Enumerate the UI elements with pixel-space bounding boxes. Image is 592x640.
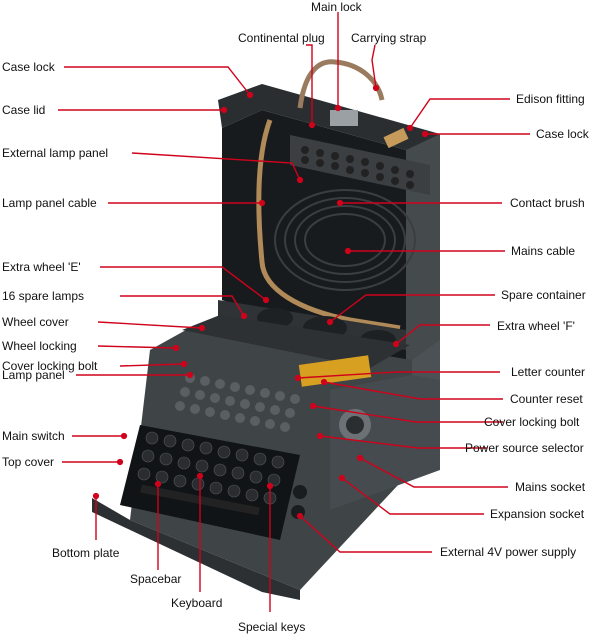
mains-cable-coil: [274, 189, 416, 291]
keys: [137, 431, 285, 505]
label-wheel-locking: Wheel locking: [2, 339, 77, 353]
label-carrying-strap: Carrying strap: [351, 31, 427, 45]
label-contact-brush: Contact brush: [510, 196, 585, 210]
wheel-cover-shape: [182, 315, 410, 368]
main-lock-shape: [330, 110, 358, 126]
label-wheel-cover: Wheel cover: [2, 315, 69, 329]
label-case-lock-left: Case lock: [2, 60, 55, 74]
label-lamp-panel-cable: Lamp panel cable: [2, 196, 97, 210]
label-special-keys: Special keys: [238, 620, 306, 634]
label-spare-lamps: 16 spare lamps: [2, 289, 85, 303]
label-external-power: External 4V power supply: [440, 545, 577, 559]
label-cover-locking-bolt-right: Cover locking bolt: [484, 415, 580, 429]
label-mains-cable: Mains cable: [511, 244, 576, 258]
edison-fitting-shape: [383, 127, 409, 149]
label-cover-locking-bolt-left: Cover locking bolt: [2, 359, 98, 373]
label-power-source-selector: Power source selector: [465, 441, 584, 455]
label-external-lamp-panel: External lamp panel: [2, 146, 109, 160]
label-extra-wheel-f: Extra wheel 'F': [497, 319, 575, 333]
label-main-switch: Main switch: [2, 429, 65, 443]
label-bottom-plate: Bottom plate: [52, 546, 120, 560]
lamp-panel-cable-shape: [256, 119, 401, 331]
label-case-lock-right: Case lock: [536, 127, 589, 141]
warning-label-shape: [298, 355, 372, 387]
label-case-lid: Case lid: [2, 103, 46, 117]
label-extra-wheel-e: Extra wheel 'E': [2, 260, 81, 274]
label-main-lock: Main lock: [311, 0, 362, 14]
label-continental-plug: Continental plug: [238, 31, 325, 45]
label-spacebar: Spacebar: [130, 572, 182, 586]
label-expansion-socket: Expansion socket: [490, 507, 585, 521]
label-spare-container: Spare container: [501, 288, 586, 302]
bottom-plate-shape: [92, 498, 300, 600]
lamp-holes: [301, 146, 414, 189]
label-letter-counter: Letter counter: [511, 365, 586, 379]
lamp-panel-shape: [175, 373, 300, 432]
leader-lines: [58, 12, 530, 612]
label-mains-socket: Mains socket: [515, 480, 586, 494]
label-keyboard: Keyboard: [171, 596, 223, 610]
label-counter-reset: Counter reset: [510, 392, 583, 406]
label-lamp-panel: Lamp panel: [2, 368, 65, 382]
label-top-cover: Top cover: [2, 455, 55, 469]
label-edison-fitting: Edison fitting: [516, 92, 585, 106]
